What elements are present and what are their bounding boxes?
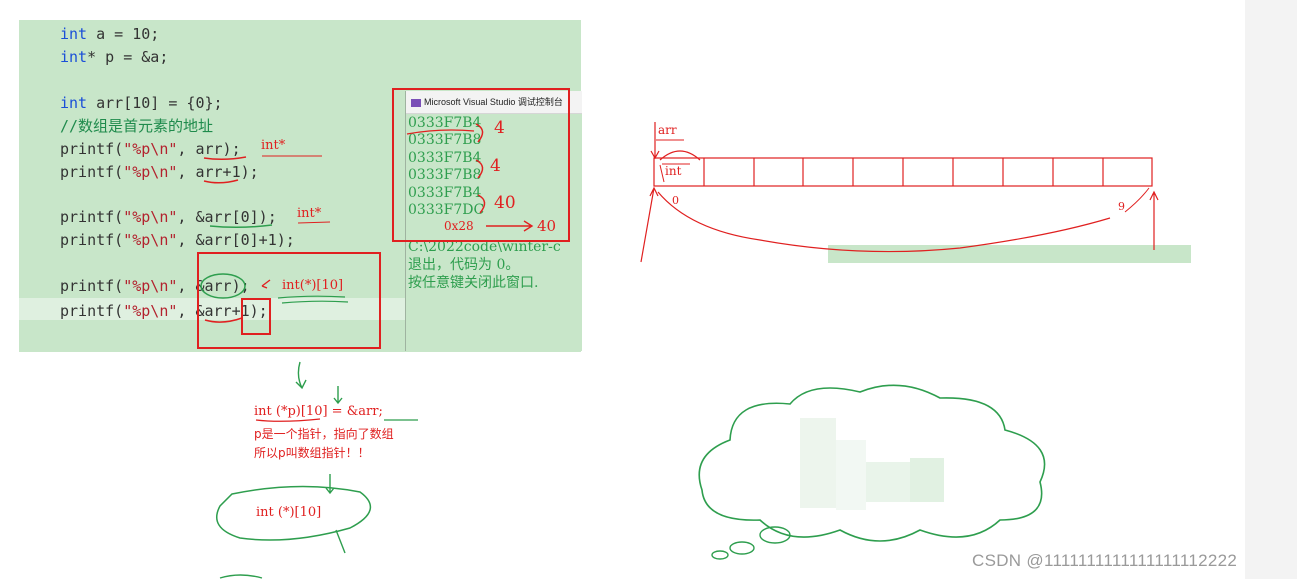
console-titlebar[interactable]: Microsoft Visual Studio 调试控制台 (406, 91, 582, 114)
code-line-7: printf("%p\n", arr+1); (60, 163, 259, 181)
end-pointer-arrow (1149, 190, 1159, 250)
underline-int-arr-ptr (277, 295, 349, 304)
underline-arr (203, 156, 247, 161)
console-output-5: 0333F7B4 (408, 185, 482, 201)
console-exit-line: 退出，代码为 0。 (408, 257, 520, 273)
console-output-4: 0333F7B8 (408, 167, 482, 183)
console-title: Microsoft Visual Studio 调试控制台 (424, 97, 563, 107)
annotation-int-ptr-2: int* (297, 206, 322, 221)
console-close-line: 按任意键关闭此窗口. (408, 275, 539, 291)
annotation-declaration: int (*p)[10] = &arr; (254, 404, 383, 419)
cloud-outline (698, 384, 1046, 542)
down-arrow-left (295, 361, 307, 390)
brace-diff-3 (477, 194, 486, 214)
code-fragment-strip (828, 245, 1191, 263)
underline-decl-left (255, 418, 321, 422)
debug-console[interactable]: Microsoft Visual Studio 调试控制台 0333F7B4 0… (405, 91, 582, 351)
array-diagram (653, 157, 1153, 187)
cloud-blurred-content (800, 418, 944, 510)
console-output-highlight-box (392, 88, 570, 242)
underline-output-1 (406, 129, 475, 135)
cloud-bubble-small (711, 550, 729, 560)
array-index-0: 0 (672, 194, 679, 207)
underline-arr-plus-1 (203, 179, 239, 184)
annotation-note-2: 所以p叫数组指针！！ (254, 446, 370, 460)
annotation-hex-0x28: 0x28 (444, 219, 474, 233)
annotation-int-ptr-1: int* (261, 138, 286, 153)
annotation-type-oval: int (*)[10] (256, 505, 322, 520)
annotation-diff-4-b: 4 (490, 156, 501, 176)
visual-studio-icon (411, 98, 421, 107)
type-oval-outline (216, 485, 372, 541)
cloud-bubble-medium (729, 541, 755, 555)
end-marker (1124, 187, 1150, 213)
code-line-1: int a = 10; (60, 25, 160, 43)
down-arrow-right (333, 386, 343, 405)
annotation-diff-4-a: 4 (494, 118, 505, 138)
cloud-bubble-large (759, 526, 791, 544)
code-line-5: //数组是首元素的地址 (60, 117, 214, 135)
code-line-6: printf("%p\n", arr); (60, 140, 241, 158)
oval-bottom-stroke (219, 574, 263, 579)
range-arc (657, 191, 1111, 253)
code-line-4: int arr[10] = {0}; (60, 94, 223, 112)
start-pointer-arrow (640, 186, 659, 263)
annotation-diff-40: 40 (494, 193, 516, 213)
underline-arr-plus (204, 317, 243, 323)
first-cell-arc (659, 150, 701, 161)
array-name-label: arr (658, 123, 677, 137)
oval-tail (335, 529, 346, 554)
underline-int-ptr-2 (297, 221, 331, 224)
underline-arr-0 (209, 224, 273, 229)
console-path-line: C:\2022code\winter-c (408, 239, 561, 255)
array-index-9: 9 (1118, 200, 1125, 213)
brace-diff-2 (475, 159, 484, 179)
code-line-10: printf("%p\n", &arr[0]+1); (60, 231, 295, 249)
code-line-12: printf("%p\n", &arr); (60, 277, 250, 295)
code-line-2: int* p = &a; (60, 48, 169, 66)
console-output-1: 0333F7B4 (408, 115, 482, 131)
code-line-13: printf("%p\n", &arr+1); (60, 302, 268, 320)
circle-arr (200, 273, 246, 299)
arr-pointer-arrow (650, 122, 660, 160)
down-arrow-oval (325, 474, 335, 495)
annotation-note-1: p是一个指针，指向了数组 (254, 427, 394, 441)
watermark: CSDN @1111111111111111112222 (972, 551, 1238, 570)
first-cell-mark (659, 163, 690, 183)
plus-one-highlight-box (241, 298, 271, 335)
annotation-int-arr-ptr: int(*)[10] (282, 278, 344, 293)
console-output-6: 0333F7DC (408, 202, 485, 218)
arrow-mark (261, 279, 271, 289)
console-output-3: 0333F7B4 (408, 150, 482, 166)
console-output-2: 0333F7B8 (408, 132, 482, 148)
annotation-arrow-40: 40 (537, 217, 557, 235)
page-side-strip (1245, 0, 1297, 579)
array-cell-type-label: int (665, 164, 682, 178)
code-line-9: printf("%p\n", &arr[0]); (60, 208, 277, 226)
arrow-to-40 (486, 220, 534, 232)
brace-diff-1 (475, 123, 484, 143)
arr-address-highlight-box (197, 252, 381, 349)
